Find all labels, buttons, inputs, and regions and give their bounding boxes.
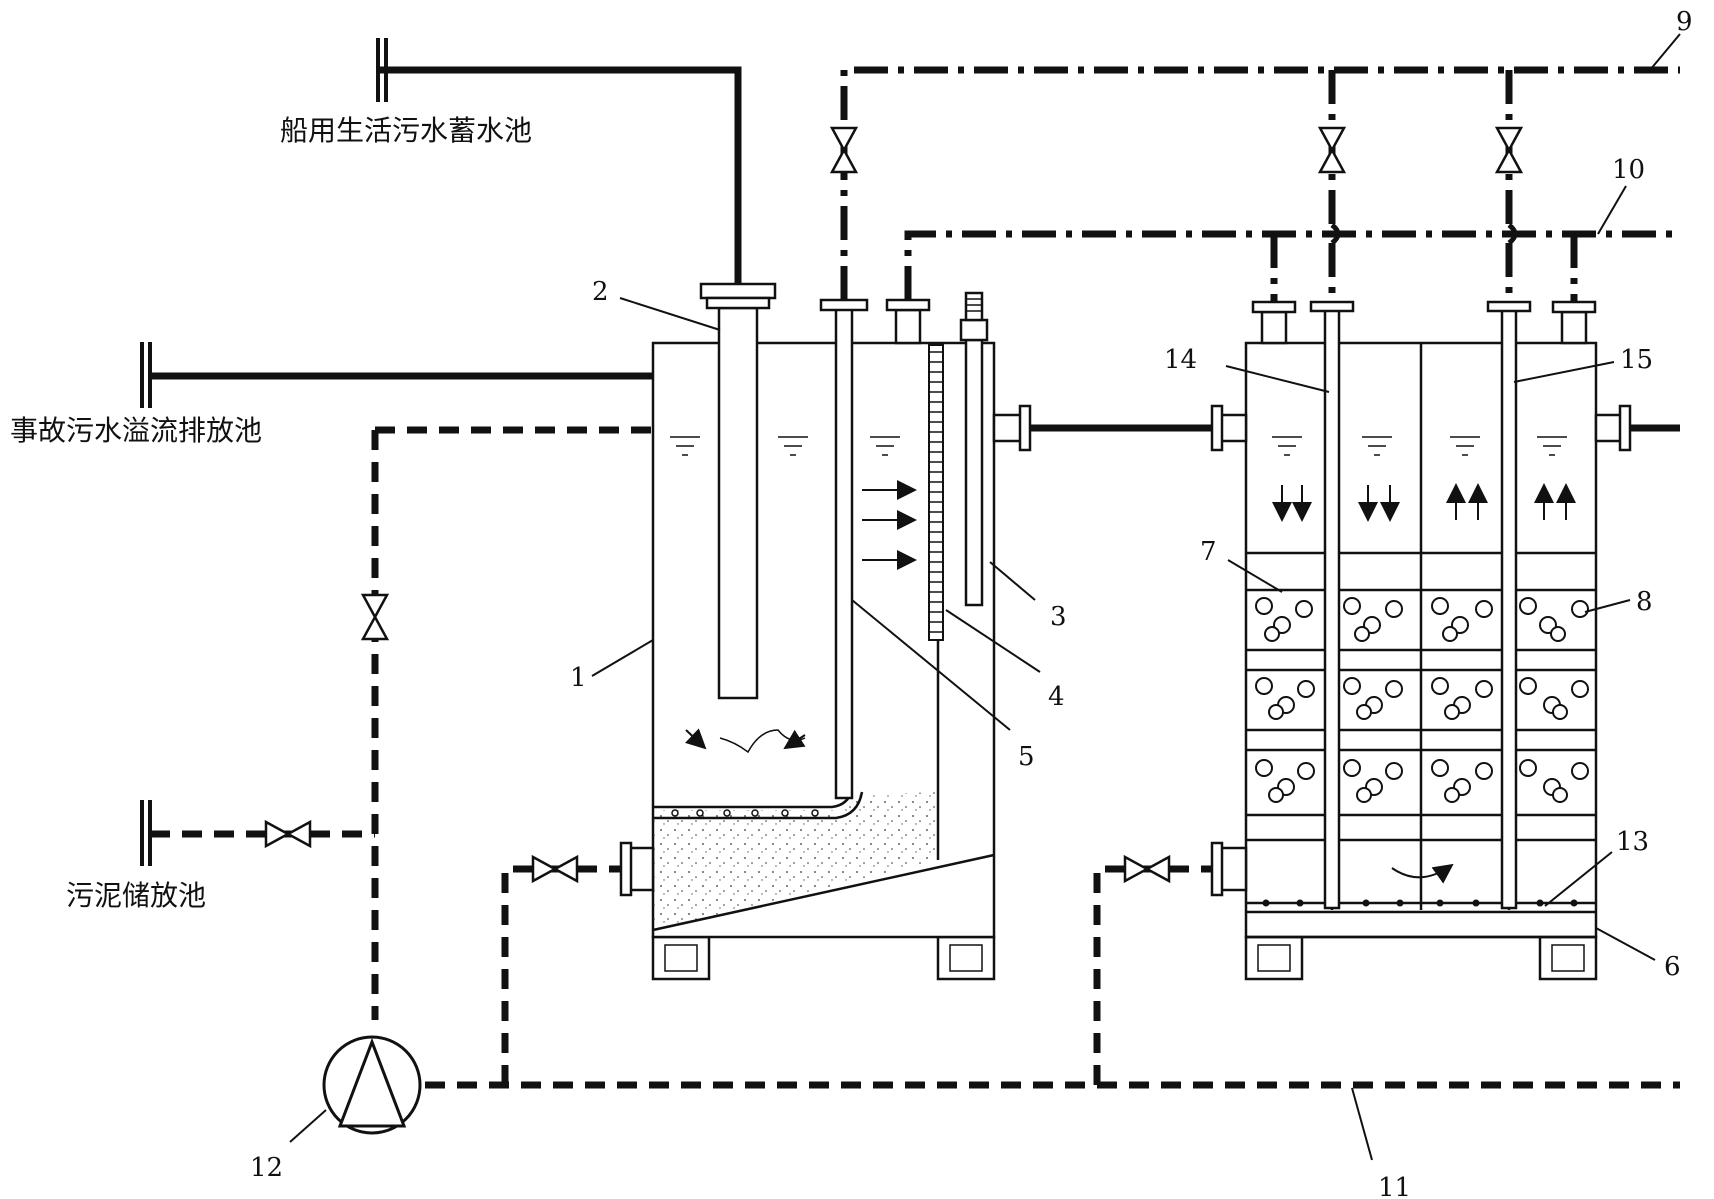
sludge-storage-valve[interactable] <box>264 819 312 849</box>
air-valve-3[interactable] <box>1494 126 1524 174</box>
diffuser-row <box>1262 899 1578 907</box>
inlet-line <box>380 66 742 284</box>
callout-7: 7 <box>1200 537 1217 567</box>
callout-3: 3 <box>1050 602 1067 632</box>
callout-8: 8 <box>1636 587 1653 617</box>
tank-2-drain-valve[interactable] <box>1123 854 1171 884</box>
packing-media <box>1255 597 1589 803</box>
callout-9: 9 <box>1676 7 1693 37</box>
air-valve-1[interactable] <box>829 126 859 174</box>
water-level-marks <box>670 436 900 456</box>
callout-4: 4 <box>1048 682 1065 712</box>
aerator-pipe-14 <box>1323 308 1341 910</box>
flow-arrows <box>862 480 917 570</box>
sludge-storage-label: 污泥储放池 <box>66 879 206 912</box>
inlet-pipe <box>717 306 759 700</box>
callout-6: 6 <box>1664 952 1681 982</box>
tank-1-foot-left <box>651 935 711 981</box>
level-sensor <box>964 338 984 607</box>
tank-1-foot-right <box>936 935 996 981</box>
air-line-10 <box>904 230 1680 300</box>
sludge-zone <box>653 792 938 930</box>
callout-14: 14 <box>1164 345 1197 375</box>
callout-10: 10 <box>1612 155 1645 185</box>
callout-13: 13 <box>1616 827 1649 857</box>
callout-11: 11 <box>1378 1173 1411 1199</box>
air-riser-pipe <box>834 306 854 800</box>
settling-tank <box>619 282 1032 981</box>
callout-1: 1 <box>570 663 587 693</box>
callouts: 2 1 3 4 5 6 7 8 9 10 11 12 13 14 15 <box>250 7 1693 1199</box>
piping <box>140 38 1680 1135</box>
perforations <box>671 809 819 817</box>
sludge-pump[interactable] <box>322 1035 422 1135</box>
air-valve-2[interactable] <box>1317 126 1347 174</box>
callout-2: 2 <box>592 277 609 307</box>
callout-12: 12 <box>250 1153 283 1183</box>
storage-tank-label: 船用生活污水蓄水池 <box>280 114 532 147</box>
sludge-valve-riser[interactable] <box>360 593 390 641</box>
tank-1-drain-valve[interactable] <box>531 854 579 884</box>
air-line-9 <box>840 66 1680 300</box>
callout-15: 15 <box>1620 345 1653 375</box>
bio-tank <box>1210 300 1632 981</box>
callout-5: 5 <box>1018 742 1035 772</box>
accident-overflow-label: 事故污水溢流排放池 <box>10 414 262 447</box>
aerator-pipe-15 <box>1500 308 1518 910</box>
